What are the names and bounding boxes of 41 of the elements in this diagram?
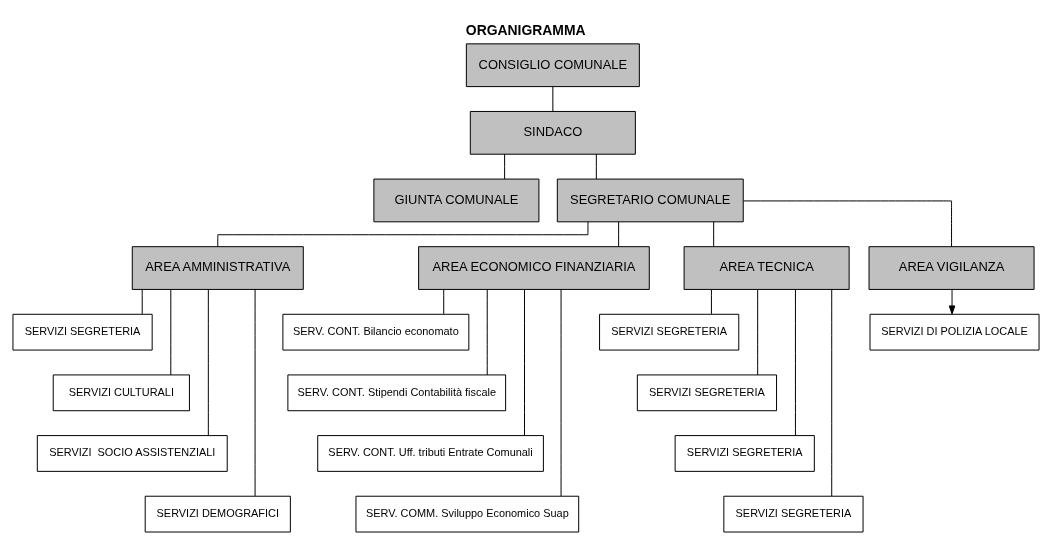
- connector: [713, 220, 715, 247]
- node-box: SERVIZI DEMOGRAFICI: [144, 495, 291, 532]
- node-box: AREA ECONOMICO FINANZIARIA: [418, 245, 650, 290]
- connector: [552, 85, 554, 112]
- node-box: SERVIZI CULTURALI: [52, 373, 190, 411]
- connector: [443, 288, 445, 314]
- node-box: SERVIZI SEGRETERIA: [636, 373, 778, 411]
- node-box: SERV. CONT. Stipendi Contabilità fiscale: [287, 373, 507, 411]
- node-box: GIUNTA COMUNALE: [373, 178, 540, 222]
- connector: [794, 288, 796, 436]
- connector: [618, 220, 620, 247]
- node-box: SERVIZI DI POLIZIA LOCALE: [869, 313, 1040, 351]
- node-box: SERV. CONT. Uff. tributi Entrate Comunali: [317, 434, 544, 472]
- node-box: AREA VIGILANZA: [868, 245, 1035, 290]
- connector: [254, 288, 256, 496]
- connector: [504, 153, 506, 179]
- connector: [710, 288, 712, 314]
- connector: [141, 288, 143, 314]
- connector: [524, 288, 525, 436]
- connector: [170, 288, 172, 375]
- connector: [486, 288, 488, 375]
- node-box: AREA TECNICA: [683, 245, 850, 290]
- diagram-title: ORGANIGRAMMA: [465, 21, 586, 38]
- node-box: CONSIGLIO COMUNALE: [465, 42, 640, 87]
- node-box: AREA AMMINISTRATIVA: [131, 245, 304, 290]
- arrow: [948, 288, 956, 314]
- node-box: SINDACO: [469, 110, 636, 155]
- node-box: SERVIZI SEGRETERIA: [599, 313, 740, 351]
- connector: [831, 288, 833, 496]
- connector: [207, 288, 209, 436]
- node-box: SERVIZI SEGRETERIA: [723, 495, 864, 532]
- connector: [757, 288, 759, 375]
- node-box: SERVIZI SEGRETERIA: [674, 434, 815, 472]
- node-box: SEGRETARIO COMUNALE: [556, 178, 744, 222]
- connector: [560, 288, 562, 496]
- connector: [595, 153, 597, 179]
- node-box: SERVIZI SEGRETERIA: [12, 313, 153, 351]
- node-box: SERVIZI SOCIO ASSISTENZIALI: [36, 434, 228, 472]
- connector: [743, 199, 953, 247]
- node-box: SERV. CONT. Bilancio economato: [282, 313, 470, 351]
- node-box: SERV. COMM. Sviluppo Economico Suap: [355, 495, 580, 532]
